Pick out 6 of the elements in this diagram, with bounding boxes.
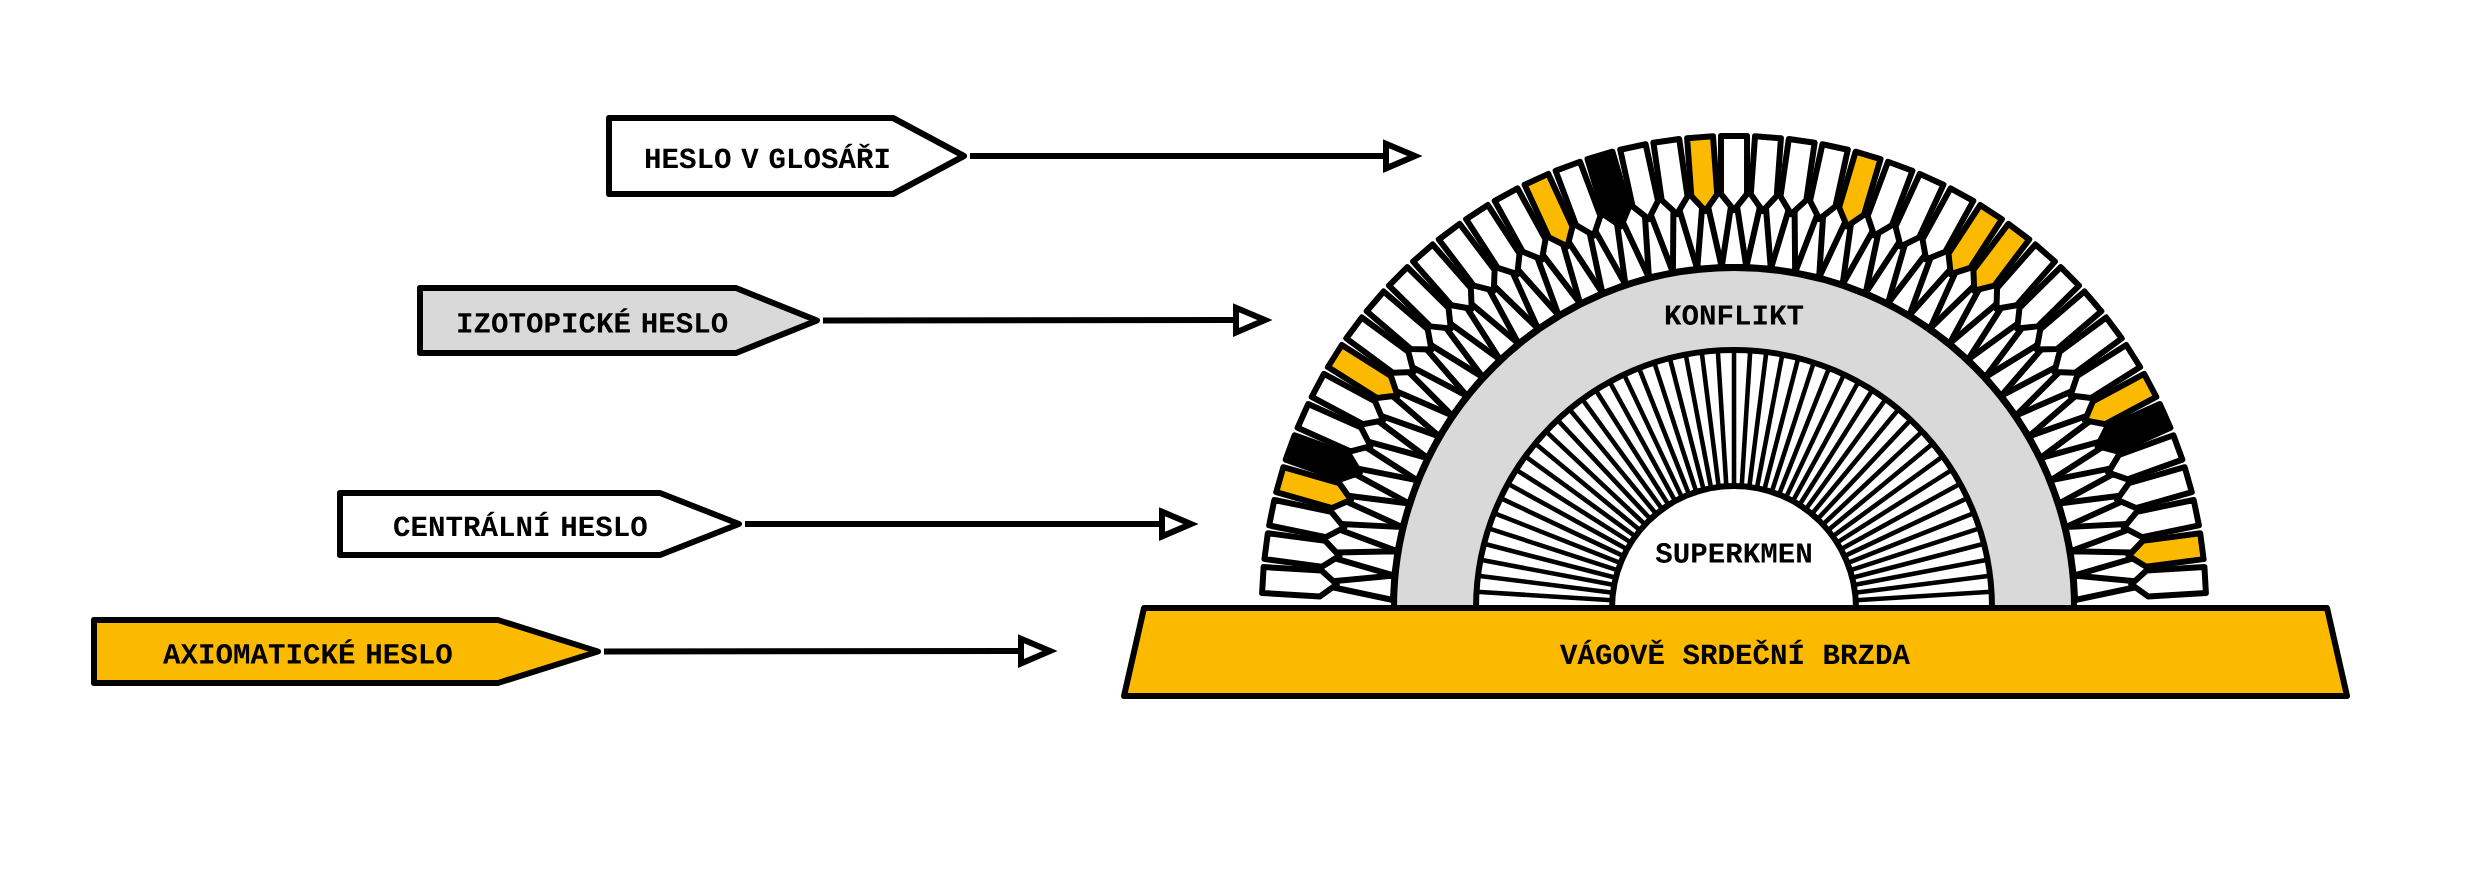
arrow-label: IZOTOPICKÉ HESLO: [417, 285, 820, 356]
base-platform: VÁGOVĚ SRDEČNÍ BRZDA: [1121, 605, 2350, 699]
arrow-label: AXIOMATICKÉ HESLO: [91, 617, 601, 686]
arrow-label: CENTRÁLNÍ HESLO: [337, 490, 742, 558]
dome: SUPERKMEN: [1609, 483, 1859, 611]
arrow-label: HESLO V GLOSÁŘI: [606, 115, 967, 197]
